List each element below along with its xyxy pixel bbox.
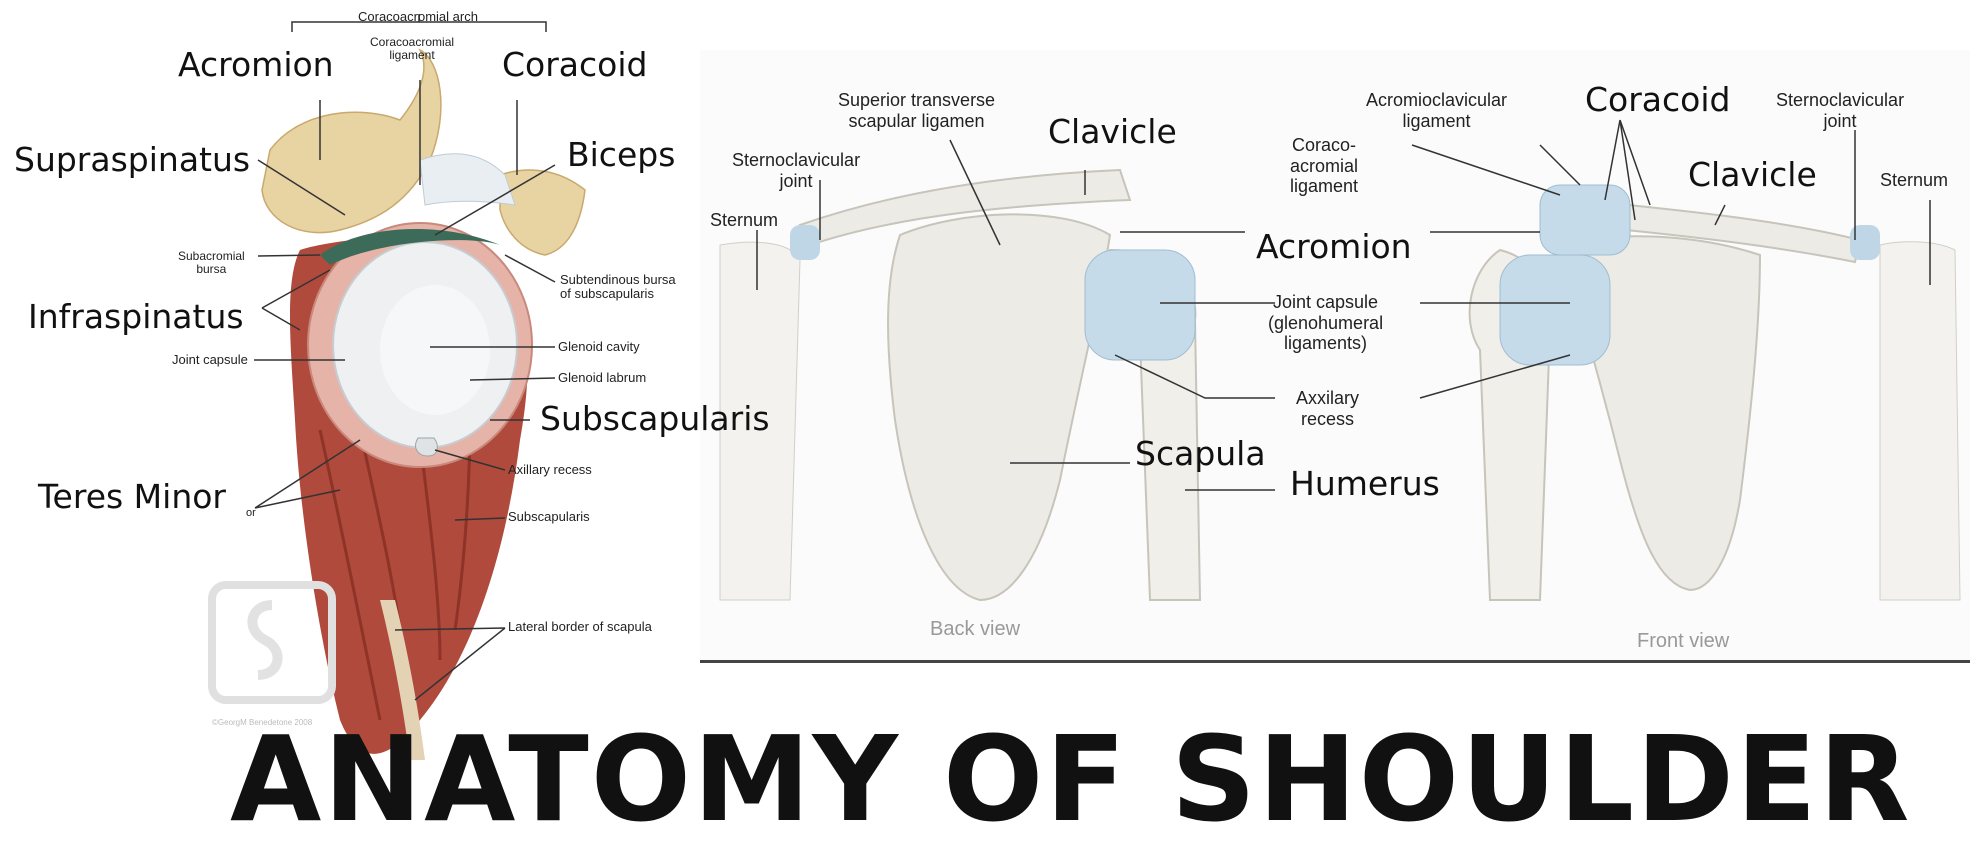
back-joint-capsule xyxy=(1085,250,1195,360)
page-title: ANATOMY OF SHOULDER xyxy=(230,720,1911,838)
label-acromion-right: Acromion xyxy=(1256,230,1412,263)
label-coracoacromial-arch: Coracoacromial arch xyxy=(358,10,478,24)
label-axillary-recess-right: Axxilary recess xyxy=(1296,388,1359,429)
label-acromioclavicular: Acromioclavicular ligament xyxy=(1366,90,1507,131)
front-sternum xyxy=(1880,242,1960,600)
label-infraspinatus: Infraspinatus xyxy=(28,300,244,333)
label-coraco-acromial: Coraco- acromial ligament xyxy=(1290,135,1358,197)
label-sternum-back: Sternum xyxy=(710,210,778,231)
label-biceps: Biceps xyxy=(567,138,675,171)
label-coracoid-front: Coracoid xyxy=(1585,83,1730,116)
label-axillary-recess-left: Axillary recess xyxy=(508,463,592,477)
label-joint-capsule-right: Joint capsule (glenohumeral ligaments) xyxy=(1268,292,1383,354)
label-subscapularis-small: Subscapularis xyxy=(508,510,590,524)
label-subacromial-bursa: Subacromial bursa xyxy=(178,250,245,276)
label-supraspinatus: Supraspinatus xyxy=(14,143,250,176)
label-subscapularis-large: Subscapularis xyxy=(540,402,770,435)
label-subtendinous-bursa: Subtendinous bursa of subscapularis xyxy=(560,273,676,302)
label-humerus: Humerus xyxy=(1290,467,1440,500)
label-lateral-border: Lateral border of scapula xyxy=(508,620,652,634)
back-scapula xyxy=(888,214,1110,600)
label-superior-transverse: Superior transverse scapular ligamen xyxy=(838,90,995,131)
label-joint-capsule-left: Joint capsule xyxy=(172,353,248,367)
back-sc-joint xyxy=(790,225,820,260)
label-coracoacromial-ligament: Coracoacromial ligament xyxy=(370,36,454,62)
label-coracoid-left: Coracoid xyxy=(502,48,647,81)
label-teres-minor-partial: or xyxy=(246,507,256,519)
label-back-view: Back view xyxy=(930,618,1020,641)
label-clavicle-front: Clavicle xyxy=(1688,158,1817,191)
label-sternum-front: Sternum xyxy=(1880,170,1948,191)
label-teres-minor: Teres Minor xyxy=(38,480,226,513)
label-scapula: Scapula xyxy=(1135,437,1266,470)
label-sternoclavicular-back: Sternoclavicular joint xyxy=(732,150,860,191)
label-acromion-left: Acromion xyxy=(178,48,334,81)
label-glenoid-cavity: Glenoid cavity xyxy=(558,340,640,354)
label-clavicle-back: Clavicle xyxy=(1048,115,1177,148)
front-ac-ligaments xyxy=(1540,185,1630,255)
label-front-view: Front view xyxy=(1637,630,1729,653)
label-glenoid-labrum: Glenoid labrum xyxy=(558,371,646,385)
front-joint-capsule xyxy=(1500,255,1610,365)
label-sternoclavicular-front: Sternoclavicular joint xyxy=(1776,90,1904,131)
